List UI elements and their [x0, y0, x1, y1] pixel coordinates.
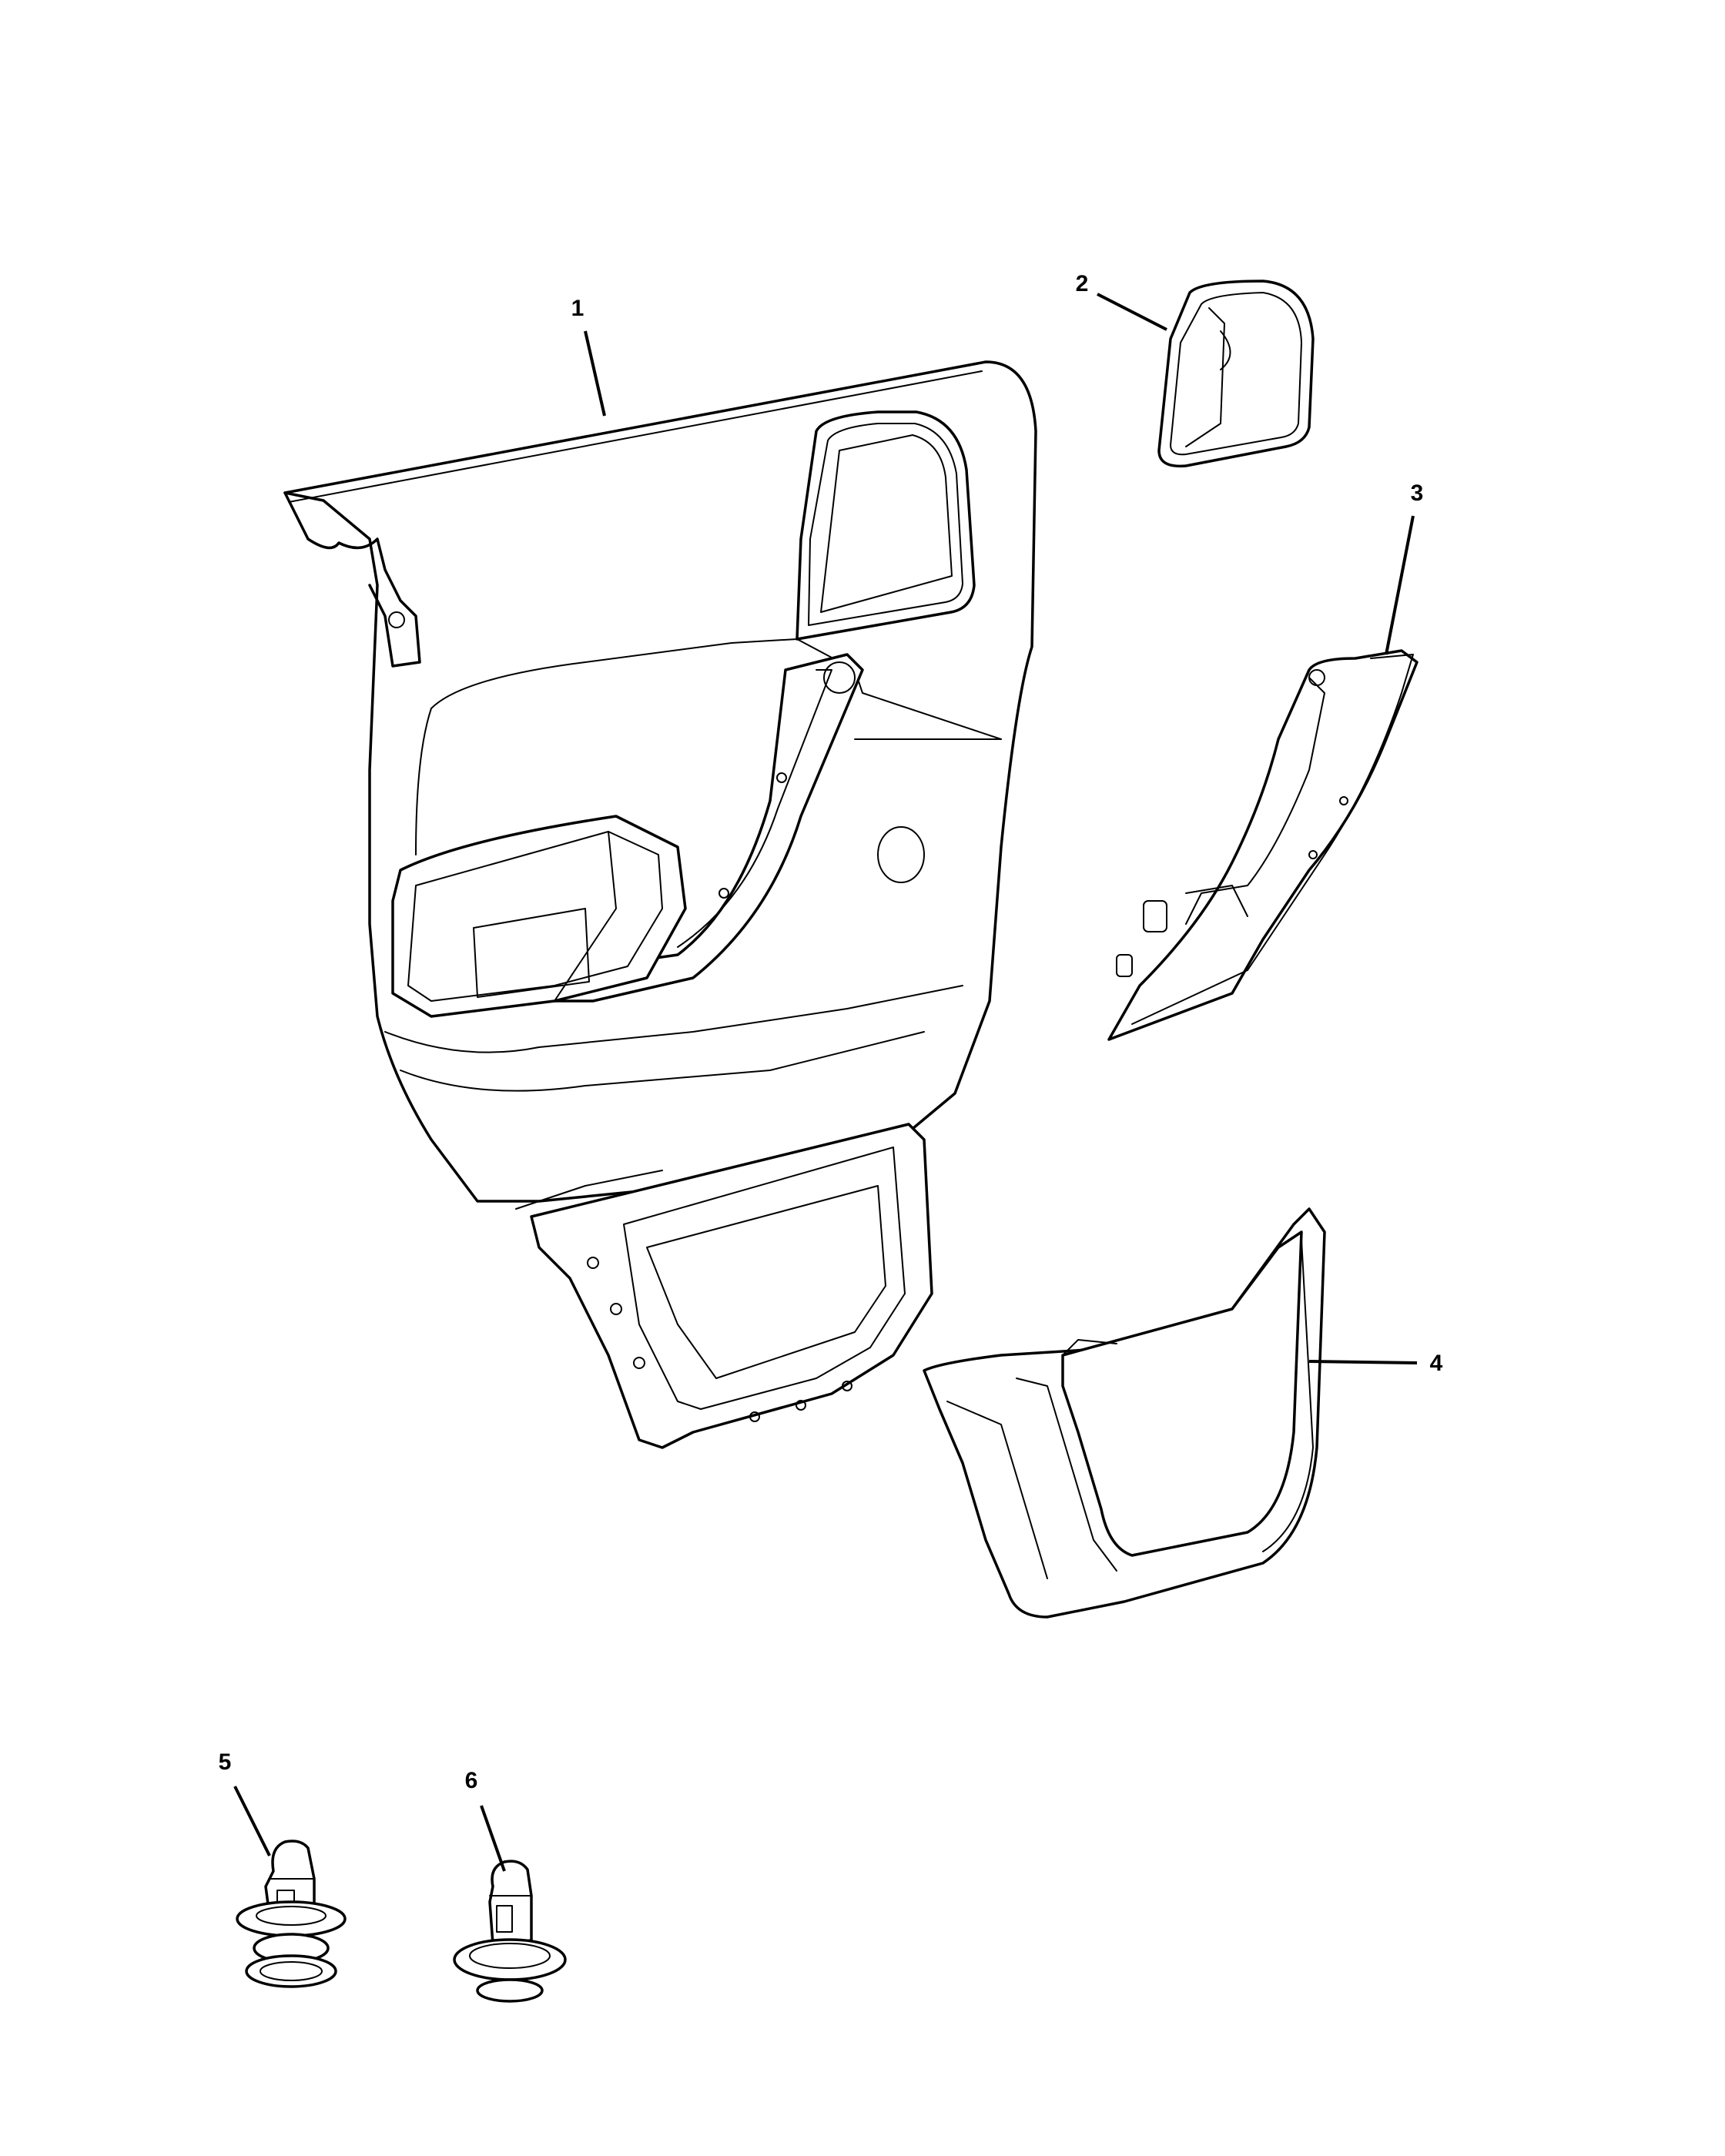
callout-2: 2 — [1076, 271, 1089, 296]
callout-6: 6 — [465, 1768, 478, 1793]
leader-6 — [480, 1805, 506, 1872]
part-1-door-trim-panel — [283, 360, 1037, 1449]
leader-4 — [1308, 1360, 1418, 1364]
callout-5: 5 — [219, 1749, 232, 1775]
leader-lines — [233, 293, 1418, 1872]
part-3-armrest-bezel — [1107, 649, 1419, 1041]
leader-2 — [1097, 293, 1167, 331]
callout-3: 3 — [1411, 480, 1424, 506]
part-6-push-pin-fastener — [453, 1860, 567, 2003]
part-5-push-pin-fastener — [236, 1840, 347, 1988]
leader-5 — [233, 1786, 271, 1856]
part-2-window-bezel — [1157, 280, 1315, 468]
leader-3 — [1385, 515, 1415, 655]
leader-1 — [584, 330, 606, 417]
callout-4: 4 — [1430, 1351, 1443, 1376]
callout-labels: 1 2 3 4 5 6 — [219, 271, 1443, 1793]
part-4-map-pocket-net — [923, 1207, 1326, 1619]
callout-1: 1 — [571, 296, 584, 321]
